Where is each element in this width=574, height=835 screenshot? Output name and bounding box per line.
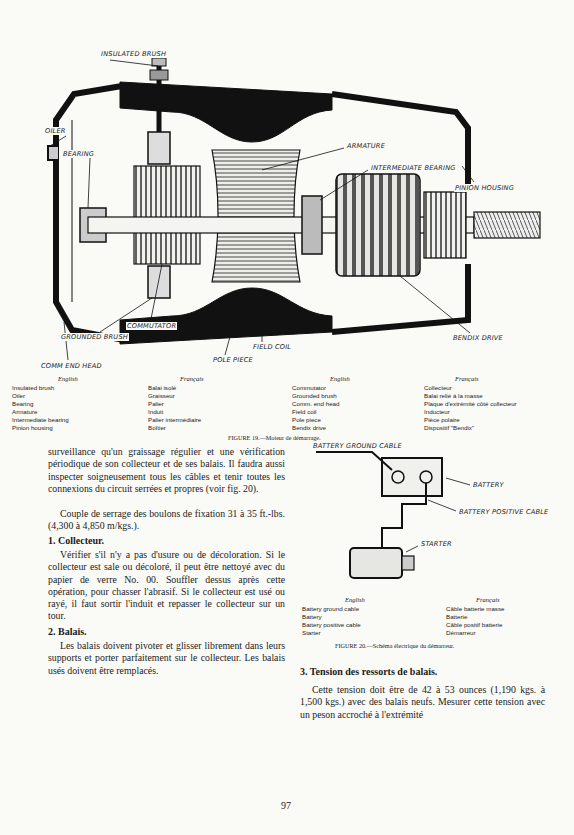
callout-label: OILER (44, 127, 67, 135)
legend-cell: Câble batterie masse (446, 605, 504, 612)
legend-cell: Palier intermédiaire (148, 416, 201, 423)
callout-label: INSULATED BRUSH (100, 50, 167, 58)
callout-label: BATTERY GROUND CABLE (312, 442, 403, 450)
callout-label: GROUNDED BRUSH (60, 333, 129, 341)
legend-cell: Pièce polaire (424, 416, 460, 423)
body-paragraph: Les balais doivent pivoter et glisser li… (48, 640, 285, 677)
legend-cell: Battery (302, 613, 322, 620)
callout-label: INTERMEDIATE BEARING (370, 164, 457, 172)
figure-caption: FIGURE 19.—Moteur de démarrage. (228, 434, 321, 441)
legend-cell: Insulated brush (12, 384, 54, 391)
callout-label: ARMATURE (346, 142, 386, 150)
legend-header: Français (476, 596, 499, 603)
legend-cell: Graisseur (148, 392, 175, 399)
legend-cell: Palier (148, 400, 164, 407)
legend-header: English (330, 375, 350, 382)
legend-cell: Field coil (292, 408, 316, 415)
legend-cell: Batterie (446, 613, 467, 620)
callout-label: BEARING (62, 150, 95, 158)
callout-label: STARTER (420, 540, 453, 548)
legend-cell: Bearing (12, 400, 33, 407)
legend-cell: Induit (148, 408, 163, 415)
legend-cell: Pinion housing (12, 424, 53, 431)
legend-cell: Dispositif "Bendix" (424, 424, 474, 431)
legend-cell: Balai isolé (148, 384, 176, 391)
legend-cell: Battery positive cable (302, 621, 361, 628)
legend-cell: Oiler (12, 392, 25, 399)
legend-header: English (345, 596, 365, 603)
body-paragraph: Vérifier s'il n'y a pas d'usure ou de dé… (48, 549, 285, 623)
starter-cutaway (48, 58, 540, 344)
callout-label: POLE PIECE (212, 356, 254, 364)
legend-cell: Inducteur (424, 408, 450, 415)
legend-cell: Boîtier (148, 424, 166, 431)
figure-caption: FIGURE 20.—Schéma électrique du démarreu… (335, 642, 454, 649)
body-paragraph: surveillance qu'un graissage régulier et… (48, 446, 285, 495)
starter-symbol (350, 548, 402, 578)
legend-cell: Plaque d'extrémité côté collecteur (424, 400, 517, 407)
legend-cell: Câble positif batterie (446, 621, 502, 628)
callout-label: BENDIX DRIVE (452, 334, 504, 342)
legend-header: Français (180, 375, 203, 382)
legend-cell: Battery ground cable (302, 605, 359, 612)
callout-label: BATTERY POSITIVE CABLE (458, 508, 549, 516)
legend-cell: Collecteur (424, 384, 452, 391)
legend-cell: Starter (302, 629, 321, 636)
legend-header: English (58, 375, 78, 382)
callout-label: COMM END HEAD (40, 362, 103, 370)
legend-cell: Armature (12, 408, 37, 415)
legend-cell: Grounded brush (292, 392, 337, 399)
legend-cell: Démarreur (446, 629, 476, 636)
positive-cable (382, 483, 426, 548)
legend-cell: Balai relié à la masse (424, 392, 483, 399)
legend-cell: Pole piece (292, 416, 321, 423)
wiring-diagram (316, 452, 470, 578)
legend-header: Français (455, 375, 478, 382)
body-paragraph: Cette tension doit être de 42 à 53 ounce… (300, 684, 545, 721)
body-paragraph: Couple de serrage des boulons de fixatio… (48, 508, 285, 533)
callout-label: PINION HOUSING (454, 184, 515, 192)
callout-label: FIELD COIL (252, 343, 292, 351)
legend-cell: Intermediate bearing (12, 416, 69, 423)
legend-cell: Bendix drive (292, 424, 326, 431)
legend-cell: Commutator (292, 384, 326, 391)
page-number: 97 (281, 800, 291, 811)
callout-label: COMMUTATOR (126, 322, 177, 330)
ground-cable (316, 452, 392, 470)
callout-label: BATTERY (472, 481, 505, 489)
leader-lines (50, 60, 474, 360)
section-heading: 1. Collecteur. (48, 535, 104, 546)
legend-cell: Comm. end head (292, 400, 339, 407)
section-heading: 2. Balais. (48, 626, 87, 637)
section-heading: 3. Tension des ressorts de balais. (300, 666, 437, 677)
